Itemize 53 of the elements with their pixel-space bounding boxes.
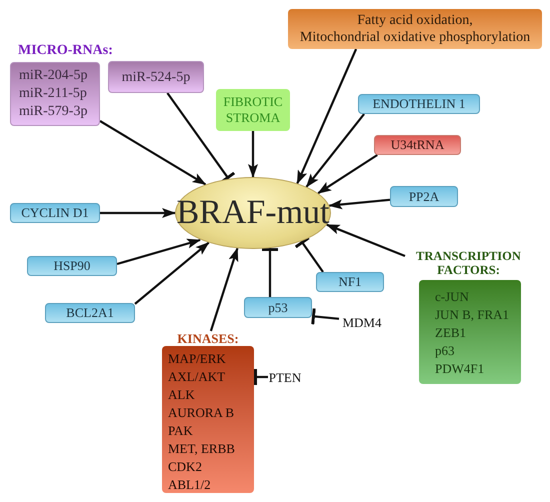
gene-box: PP2A	[390, 186, 458, 207]
gene-box: U34tRNA	[374, 135, 461, 155]
arrow	[210, 247, 238, 332]
arrow	[99, 120, 206, 186]
arrow	[328, 198, 390, 210]
gene-box: CYCLIN D1	[10, 203, 100, 223]
transcription-factor-box	[419, 280, 521, 384]
metabolism-box	[288, 9, 542, 49]
arrow	[296, 48, 358, 184]
list-item: PAK	[168, 422, 193, 440]
list-item: CDK2	[168, 458, 202, 476]
list-item: AXL/AKT	[168, 368, 226, 386]
kinase-box	[162, 346, 254, 493]
list-item: PDW4F1	[435, 360, 484, 378]
list-item: ABL1/2	[168, 476, 211, 494]
gene-box: BCL2A1	[45, 303, 135, 323]
gene-label: MDM4	[339, 314, 385, 331]
gene-box: HSP90	[27, 256, 117, 276]
arrow	[306, 113, 365, 188]
list-item: Fatty acid oxidation,	[357, 12, 473, 29]
arrow	[134, 242, 210, 305]
mutation-ellipse: BRAF-mut	[175, 177, 331, 249]
gene-box: p53	[244, 297, 312, 318]
group-heading: KINASES:	[176, 331, 240, 346]
mirna-box: miR-524-5p	[108, 61, 204, 93]
gene-box: NF1	[316, 272, 384, 292]
list-item: miR-204-5p	[19, 67, 88, 85]
group-heading: TRANSCRIPTION FACTORS:	[415, 249, 522, 279]
arrow	[317, 154, 378, 194]
gene-box: ENDOTHELIN 1	[358, 94, 480, 114]
stroma-box: FIBROTIC STROMA	[216, 89, 290, 131]
gene-label: PTEN	[268, 369, 302, 386]
list-item: MET, ERBB	[168, 440, 235, 458]
inhibition-line	[294, 236, 324, 273]
arrow	[248, 131, 258, 178]
arrow	[116, 238, 201, 266]
group-heading: MICRO-RNAs:	[18, 42, 113, 60]
list-item: MAP/ERK	[168, 350, 226, 368]
list-item: p63	[435, 342, 454, 360]
list-item: c-JUN	[435, 288, 469, 306]
arrow	[100, 208, 176, 218]
list-item: miR-579-3p	[19, 103, 88, 121]
arrow	[326, 224, 406, 258]
inhibition-line	[254, 369, 268, 385]
inhibition-line	[311, 308, 340, 324]
mirna-box	[10, 62, 100, 126]
list-item: ALK	[168, 386, 195, 404]
list-item: miR-211-5p	[19, 85, 87, 103]
list-item: Mitochondrial oxidative phosphorylation	[300, 29, 530, 46]
list-item: JUN B, FRA1	[435, 306, 510, 324]
inhibition-line	[262, 248, 278, 297]
list-item: AURORA B	[168, 404, 234, 422]
list-item: ZEB1	[435, 324, 466, 342]
